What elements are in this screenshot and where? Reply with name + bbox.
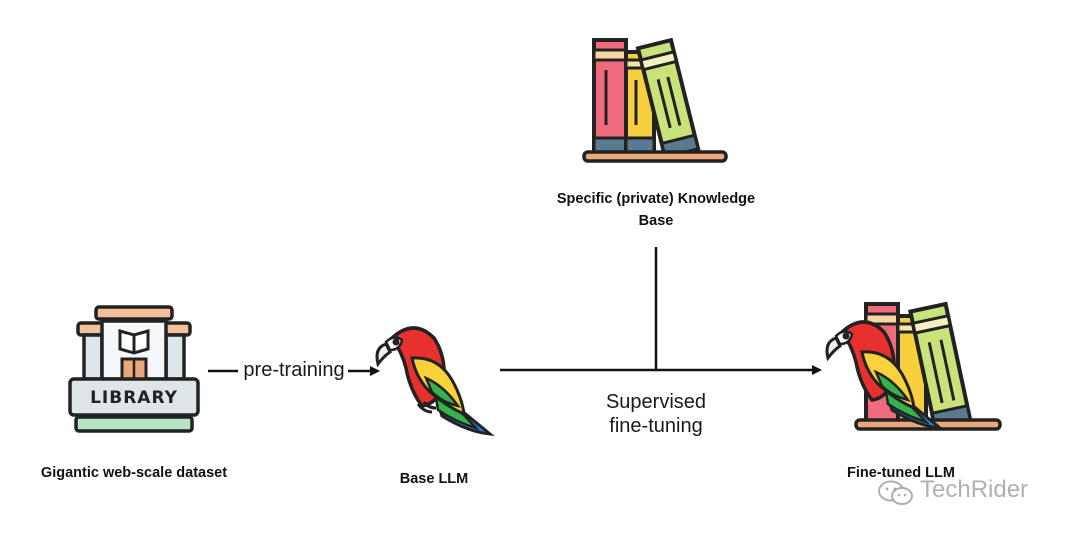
wechat-icon xyxy=(878,480,913,505)
fine-tuned-llm-label: Fine-tuned LLM xyxy=(847,465,955,481)
knowledge-base-label-line1: Specific (private) Knowledge xyxy=(556,191,756,207)
pretraining-label: pre-training xyxy=(243,359,345,381)
base-llm-label: Base LLM xyxy=(399,471,469,487)
finetuning-label: Supervised fine-tuning xyxy=(566,390,746,438)
watermark-text: TechRider xyxy=(920,476,1029,503)
finetuning-label-line2: fine-tuning xyxy=(609,415,703,437)
knowledge-base-label-line2: Base xyxy=(638,213,674,229)
library-sign-text: LIBRARY xyxy=(90,388,178,408)
parrot-with-books-icon xyxy=(825,301,1002,431)
parrot-icon xyxy=(375,326,495,436)
dataset-label: Gigantic web-scale dataset xyxy=(40,465,228,481)
finetuning-label-line1: Supervised xyxy=(605,391,707,413)
books-icon xyxy=(582,37,728,163)
library-icon xyxy=(68,305,200,433)
knowledge-base-label: Specific (private) Knowledge Base xyxy=(530,188,782,232)
